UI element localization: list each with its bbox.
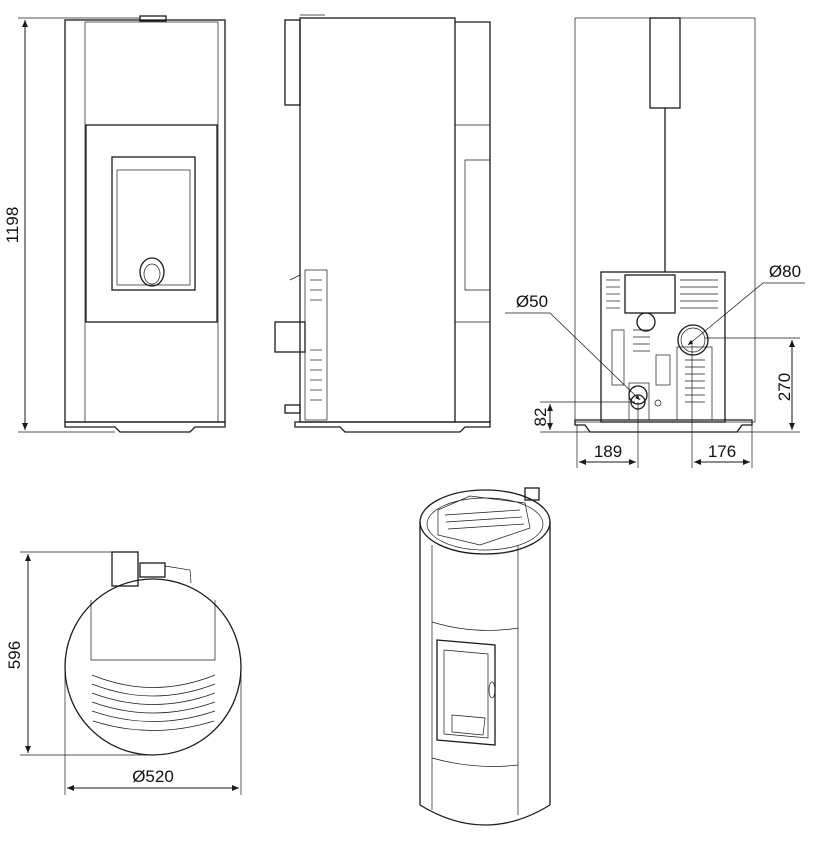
top-dimensions: 596 Ø520 bbox=[5, 551, 242, 795]
top-view bbox=[64, 551, 242, 756]
front-view bbox=[64, 15, 226, 433]
depth-label: 596 bbox=[5, 641, 24, 669]
side-view bbox=[274, 14, 491, 433]
diameter-label: Ø520 bbox=[132, 767, 174, 786]
perspective-view bbox=[419, 487, 551, 826]
rear-view bbox=[574, 17, 756, 433]
flue-offset-label: 176 bbox=[708, 442, 736, 461]
inlet-height-label: 82 bbox=[531, 408, 550, 427]
height-dimension: 1198 bbox=[3, 17, 140, 433]
flue-diameter-label: Ø80 bbox=[769, 262, 801, 281]
inlet-diameter-label: Ø50 bbox=[516, 292, 548, 311]
inlet-offset-label: 189 bbox=[594, 442, 622, 461]
height-label: 1198 bbox=[3, 207, 22, 244]
rear-dimensions: 270 82 189 176 Ø80 Ø50 bbox=[505, 262, 805, 468]
flue-height-label: 270 bbox=[775, 373, 794, 401]
